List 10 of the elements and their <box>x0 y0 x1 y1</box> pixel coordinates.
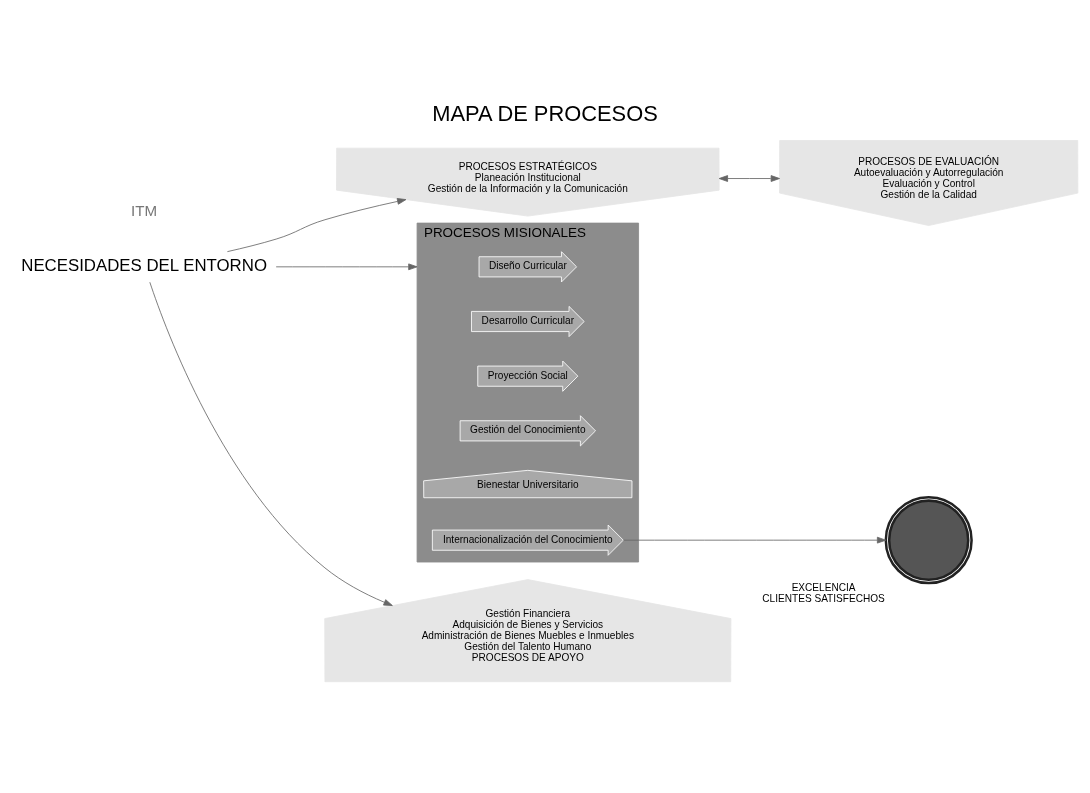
node-text: NECESIDADES DEL ENTORNO <box>21 256 267 276</box>
arrow <box>623 536 887 544</box>
node-label: CLIENTES SATISFECHOS <box>762 593 885 605</box>
node-label: EXCELENCIA <box>791 582 856 594</box>
arrow <box>275 263 418 271</box>
arrow <box>226 198 407 253</box>
arrow <box>149 281 393 606</box>
diagram-title: MAPA DE PROCESOS <box>432 101 658 127</box>
arrow <box>718 175 780 182</box>
label: ITM <box>131 201 158 219</box>
